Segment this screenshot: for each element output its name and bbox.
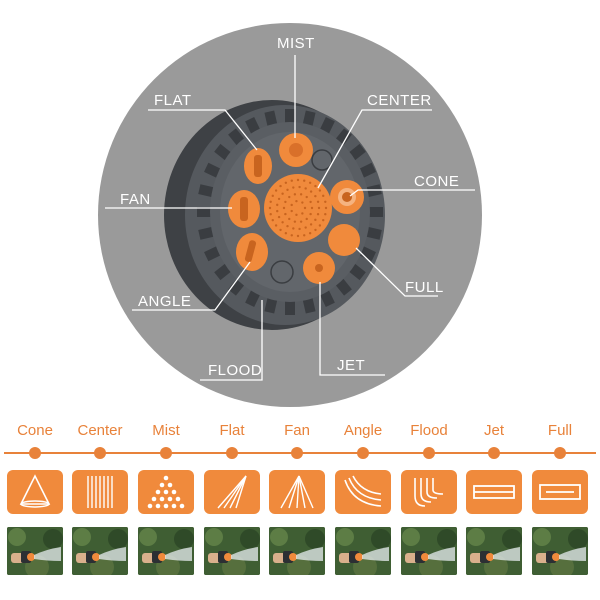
- spray-photo: [269, 527, 325, 575]
- mode-label: Fan: [284, 422, 310, 439]
- mist-spray-icon: [138, 470, 194, 514]
- spray-photo: [466, 527, 522, 575]
- mode-label: Flat: [219, 422, 245, 439]
- jet-spray-icon: [466, 470, 522, 514]
- nozzle-head: [164, 100, 385, 330]
- mode-label: Mist: [152, 422, 180, 439]
- mode-flat: Flat: [200, 420, 264, 442]
- timeline-dot: [226, 447, 238, 459]
- mode-label: Cone: [17, 422, 53, 439]
- sun-mark-top: [311, 149, 333, 171]
- label-jet: JET: [337, 357, 365, 374]
- label-mist: MIST: [277, 35, 315, 52]
- label-flood: FLOOD: [208, 362, 262, 379]
- center-spray-icon: [72, 470, 128, 514]
- mode-angle: Angle: [331, 420, 395, 442]
- label-angle: ANGLE: [138, 293, 191, 310]
- nozzle-diagram: MIST FLAT CENTER CONE FAN ANGLE FULL JET…: [98, 23, 482, 407]
- center-nozzle: [264, 174, 332, 242]
- full-spray-icon: [532, 470, 588, 514]
- mode-label: Jet: [483, 422, 504, 439]
- timeline-dot: [291, 447, 303, 459]
- timeline-dot: [160, 447, 172, 459]
- mode-label: Full: [547, 422, 573, 439]
- label-full: FULL: [405, 279, 444, 296]
- timeline-dot: [357, 447, 369, 459]
- angle-spray-icon: [335, 470, 391, 514]
- mode-center: Center: [68, 420, 132, 442]
- spray-photo: [138, 527, 194, 575]
- mode-label: Center: [77, 422, 123, 439]
- flat-spray-icon: [204, 470, 260, 514]
- cone-spray-icon: [7, 470, 63, 514]
- sun-mark-bottom: [270, 260, 294, 284]
- mode-fan: Fan: [265, 420, 329, 442]
- timeline-dot: [94, 447, 106, 459]
- timeline-dot: [488, 447, 500, 459]
- label-cone: CONE: [414, 173, 459, 190]
- mode-cone: Cone: [3, 420, 67, 442]
- timeline-dot: [423, 447, 435, 459]
- mode-label: Flood: [410, 422, 448, 439]
- spray-photo: [335, 527, 391, 575]
- spray-photo: [204, 527, 260, 575]
- spray-photo: [401, 527, 457, 575]
- mode-mist: Mist: [134, 420, 198, 442]
- mode-flood: Flood: [397, 420, 461, 442]
- fan-spray-icon: [269, 470, 325, 514]
- spray-photo: [532, 527, 588, 575]
- label-fan: FAN: [120, 191, 151, 208]
- spray-mode-strip: Cone Center Mist Flat Fan Angle Flood Jet Full: [0, 420, 600, 600]
- spray-photo: [72, 527, 128, 575]
- mode-label: Angle: [343, 422, 383, 439]
- label-center: CENTER: [367, 92, 432, 109]
- label-flat: FLAT: [154, 92, 192, 109]
- leader-lines: [105, 55, 475, 381]
- mode-full: Full: [528, 420, 592, 442]
- timeline-dot: [554, 447, 566, 459]
- spray-photo: [7, 527, 63, 575]
- timeline-dot: [29, 447, 41, 459]
- mode-jet: Jet: [462, 420, 526, 442]
- full-nozzle: [328, 224, 360, 256]
- flood-spray-icon: [401, 470, 457, 514]
